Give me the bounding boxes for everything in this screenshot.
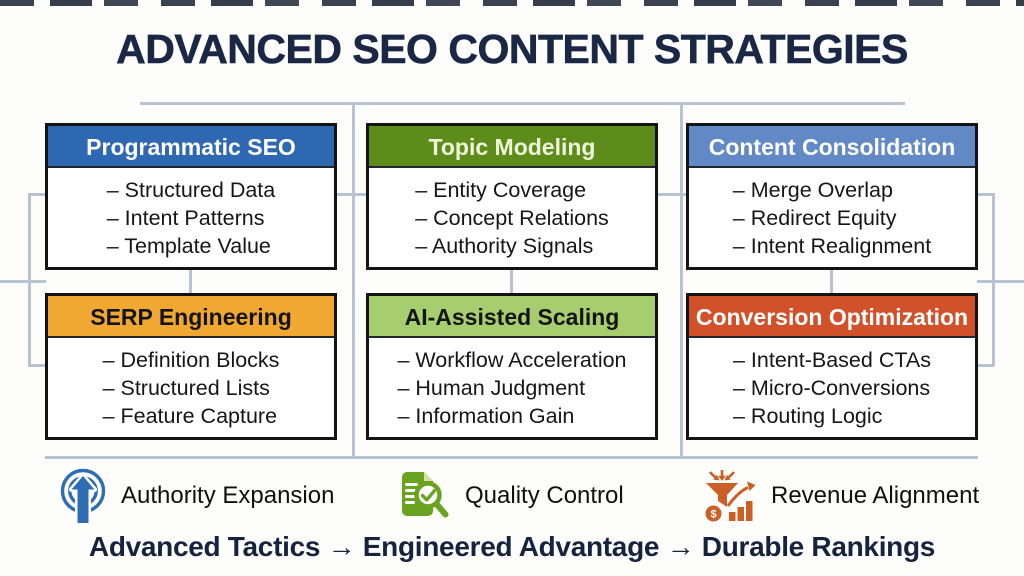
connector-left-mid-line (0, 280, 46, 283)
card-item: – Structured Lists (102, 376, 270, 400)
card-item: – Entity Coverage (415, 178, 587, 202)
card-item: – Concept Relations (415, 206, 609, 230)
card-header: Content Consolidation (689, 126, 975, 168)
connector-cross-gap-2 (657, 193, 687, 196)
connector-top-line (140, 102, 905, 105)
tagline: Advanced Tactics → Engineered Advantage … (88, 531, 936, 562)
card-item: – Intent Realignment (732, 234, 932, 258)
connector-column-divider-1 (352, 102, 355, 459)
card-programmatic-seo: Programmatic SEO – Structured Data – Int… (45, 123, 337, 270)
connector-left-bottom-stub (28, 364, 46, 367)
card-item: – Structured Data (106, 178, 276, 202)
card-header: SERP Engineering (48, 296, 334, 338)
connector-row-link-3 (830, 269, 833, 295)
card-item: – Definition Blocks (102, 348, 280, 372)
card-conversion-optimization: Conversion Optimization – Intent-Based C… (686, 293, 978, 440)
top-edge-artifact (0, 0, 1024, 6)
card-item: – Micro-Conversions (733, 376, 931, 400)
card-ai-assisted-scaling: AI-Assisted Scaling – Workflow Accelerat… (366, 293, 658, 440)
card-topic-modeling: Topic Modeling – Entity Coverage – Conce… (366, 123, 658, 270)
connector-left-bracket (28, 193, 31, 366)
legend-authority-expansion: Authority Expansion (58, 462, 334, 530)
card-item: – Human Judgment (397, 376, 586, 400)
revenue-alignment-icon: $ (705, 470, 756, 522)
connector-cross-gap-1 (337, 193, 367, 196)
legend-row: Authority Expansion Quality Control (0, 462, 1024, 530)
card-item: – Feature Capture (102, 404, 278, 428)
connector-right-bottom-stub (977, 364, 994, 367)
card-item: – Intent-Based CTAs (733, 348, 931, 372)
card-content-consolidation: Content Consolidation – Merge Overlap – … (686, 123, 978, 270)
card-header: Topic Modeling (369, 126, 655, 168)
card-item: – Merge Overlap (732, 178, 893, 202)
connector-cross-left-stub (29, 193, 46, 196)
card-item: – Routing Logic (733, 404, 883, 428)
card-header: Programmatic SEO (48, 126, 334, 168)
connector-bottom-line (45, 456, 978, 459)
connector-row-link-1 (189, 269, 192, 295)
card-serp-engineering: SERP Engineering – Definition Blocks – S… (45, 293, 337, 440)
dollar-sign: $ (710, 509, 716, 521)
connector-row-link-2 (510, 269, 513, 295)
card-item: – Information Gain (397, 404, 575, 428)
card-item: – Authority Signals (415, 234, 594, 258)
connector-right-bracket (992, 193, 995, 366)
connector-right-mid-line (977, 280, 1024, 283)
connector-cross-right-stub (977, 193, 994, 196)
legend-quality-control: Quality Control (398, 462, 624, 530)
quality-control-icon (402, 472, 449, 518)
connector-column-divider-2 (680, 102, 683, 459)
card-item: – Workflow Acceleration (397, 348, 627, 372)
card-item: – Template Value (106, 234, 271, 258)
legend-label: Quality Control (465, 482, 624, 509)
legend-revenue-alignment: $ Revenue Alignment (702, 462, 979, 530)
legend-label: Revenue Alignment (771, 482, 980, 509)
card-header: AI-Assisted Scaling (369, 296, 655, 338)
page-title: ADVANCED SEO CONTENT STRATEGIES (116, 26, 909, 73)
authority-expansion-icon (60, 468, 106, 525)
card-item: – Redirect Equity (732, 206, 897, 230)
card-item: – Intent Patterns (106, 206, 265, 230)
legend-label: Authority Expansion (121, 482, 335, 509)
card-header: Conversion Optimization (689, 296, 975, 338)
